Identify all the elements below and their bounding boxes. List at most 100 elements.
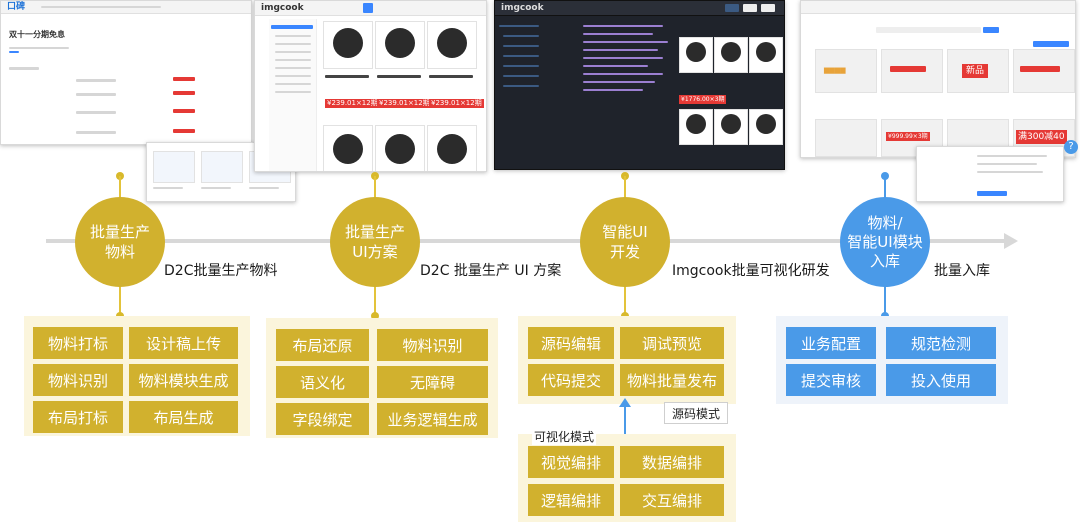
app-logo: imgcook (261, 3, 304, 13)
tree-item (275, 43, 311, 45)
module-caption (153, 187, 183, 189)
file-entry (503, 55, 539, 57)
washing-machine-image (721, 42, 741, 62)
task-button: 物料识别 (33, 364, 123, 396)
task-button: 逻辑编排 (528, 484, 614, 516)
detail-line (977, 171, 1043, 173)
stage-label: D2C批量生产物料 (164, 263, 278, 279)
washing-machine-image (385, 134, 415, 164)
product-card (323, 125, 373, 171)
module-caption (201, 187, 231, 189)
module-price (1020, 66, 1060, 72)
row-thumbnail (59, 125, 73, 139)
stage-title-line: 开发 (609, 243, 640, 261)
preview-card (714, 37, 748, 73)
washing-machine-image (756, 42, 776, 62)
task-button: 物料识别 (377, 329, 488, 361)
layer-tree-panel (269, 19, 317, 171)
toolbar-button (761, 4, 775, 12)
app-logo: imgcook (501, 3, 544, 13)
product-card (323, 21, 373, 69)
module-thumb: 新品 (947, 49, 1009, 93)
detail-line (977, 163, 1037, 165)
washing-machine-image (721, 114, 741, 134)
task-button: 投入使用 (886, 364, 996, 396)
preview-card (714, 109, 748, 145)
screenshot-module-center: ▆▆▆▆ 新品 ¥999.99×3期 满300减40 (800, 0, 1076, 158)
row-tag (173, 77, 195, 81)
code-line (583, 89, 643, 91)
task-button: 提交审核 (786, 364, 876, 396)
task-button: 调试预览 (620, 327, 724, 359)
washing-machine-image (437, 28, 467, 58)
tree-item (275, 83, 311, 85)
module-card (153, 151, 195, 183)
task-button: 语义化 (276, 366, 369, 398)
row-line (76, 131, 116, 134)
search-input (876, 27, 981, 33)
file-entry (503, 65, 539, 67)
preview-card (749, 37, 783, 73)
task-button: 无障碍 (377, 366, 488, 398)
discount-tag: 满300减40 (1016, 130, 1067, 144)
tree-item (275, 67, 311, 69)
stage-title-line: 物料/ (867, 213, 903, 232)
preview-card (749, 109, 783, 145)
mode-arrow-line (624, 404, 626, 434)
tree-item (275, 75, 311, 77)
price-tag: ¥239.01×12期 (429, 99, 484, 108)
task-button: 布局打标 (33, 401, 123, 433)
code-line (583, 73, 663, 75)
file-entry (503, 45, 539, 47)
task-button: 交互编排 (620, 484, 724, 516)
detail-button (977, 191, 1007, 196)
code-line (583, 81, 655, 83)
stage-label: Imgcook批量可视化研发 (672, 263, 830, 279)
page-title: 双十一分期免息 (9, 30, 65, 39)
search-button (983, 27, 999, 33)
upload-button (1033, 41, 1069, 47)
module-thumb (815, 119, 877, 157)
module-tag: ▆▆▆▆ (824, 66, 846, 74)
screenshot-material-list: 口碑 双十一分期免息 (0, 0, 252, 145)
price-tag: ¥239.01×12期 (325, 99, 380, 108)
washing-machine-image (333, 28, 363, 58)
row-tag (173, 109, 195, 113)
washing-machine-image (333, 134, 363, 164)
tab-row (9, 47, 69, 49)
task-button: 视觉编排 (528, 446, 614, 478)
washing-machine-image (385, 28, 415, 58)
file-entry (503, 75, 539, 77)
product-title (429, 75, 473, 78)
washing-machine-image (686, 114, 706, 134)
visual-mode-label: 可视化模式 (532, 428, 597, 445)
price-tag: ¥239.01×12期 (377, 99, 432, 108)
product-card (427, 21, 477, 69)
task-button: 物料模块生成 (129, 364, 238, 396)
task-button: 数据编排 (620, 446, 724, 478)
screenshot-header-bar: imgcook (255, 1, 486, 16)
new-tag: 新品 (962, 64, 989, 78)
screenshot-module-detail (916, 146, 1064, 202)
stage-circle-materials: 批量生产物料 (75, 197, 165, 287)
product-card (375, 21, 425, 69)
tree-item (275, 35, 311, 37)
file-tree (499, 21, 549, 167)
washing-machine-image (686, 42, 706, 62)
task-button: 字段绑定 (276, 403, 369, 435)
module-thumb: ▆▆▆▆ (815, 49, 877, 93)
module-caption (249, 187, 279, 189)
task-button: 规范检测 (886, 327, 996, 359)
help-icon[interactable]: ? (1064, 140, 1078, 154)
price-tag: ¥1776.00×3期 (679, 95, 727, 104)
stage-title-line: 批量生产 (89, 223, 150, 241)
code-area (583, 21, 673, 131)
washing-machine-image (756, 114, 776, 134)
stage-title-line: 批量生产 (344, 223, 405, 241)
price-tag: ¥999.99×3期 (886, 132, 930, 141)
stage-title-line: 智能UI模块 (847, 232, 923, 251)
file-entry (503, 35, 539, 37)
detail-line (977, 155, 1047, 157)
